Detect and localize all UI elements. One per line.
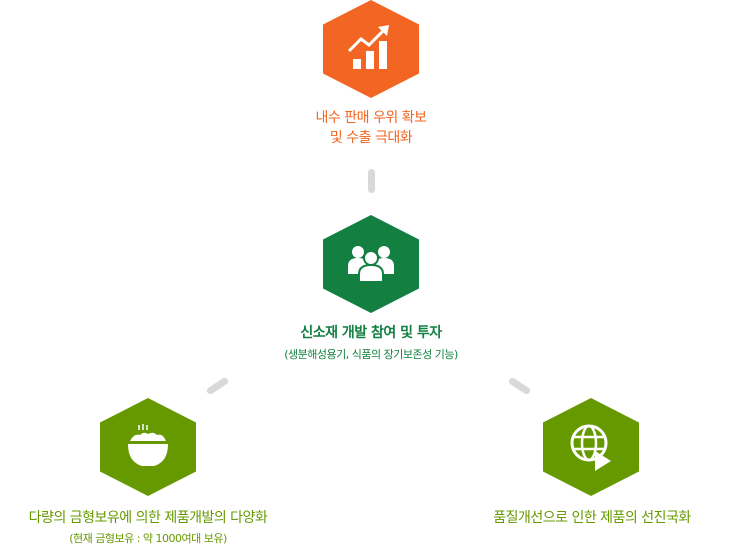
quality-node-hexagon	[543, 398, 639, 496]
quality-node-title: 품질개선으로 인한 제품의 선진국화	[493, 510, 691, 526]
people-group-icon	[348, 246, 394, 283]
connector-left	[205, 376, 230, 396]
growth-title-line1: 내수 판매 우위 확보	[315, 110, 427, 126]
growth-node-hexagon	[323, 0, 419, 98]
rice-bowl-icon	[128, 424, 168, 466]
material-node-title: 신소재 개발 참여 및 투자	[300, 325, 442, 341]
globe-arrow-icon	[570, 424, 611, 471]
connector-right	[507, 376, 532, 396]
material-node-hexagon	[323, 215, 419, 313]
growth-title-line2: 및 수출 극대화	[329, 130, 413, 146]
material-node-subtitle: (생분해성용기, 식품의 장기보존성 기능)	[284, 348, 458, 361]
mold-node-hexagon	[100, 398, 196, 496]
connector-top	[368, 169, 375, 193]
growth-chart-icon	[347, 25, 389, 69]
mold-node-subtitle: (현재 금형보유 : 약 1000여대 보유)	[69, 532, 227, 545]
growth-node-title: 내수 판매 우위 확보 및 수출 극대화	[316, 108, 427, 148]
mold-node-title: 다량의 금형보유에 의한 제품개발의 다양화	[28, 510, 268, 526]
